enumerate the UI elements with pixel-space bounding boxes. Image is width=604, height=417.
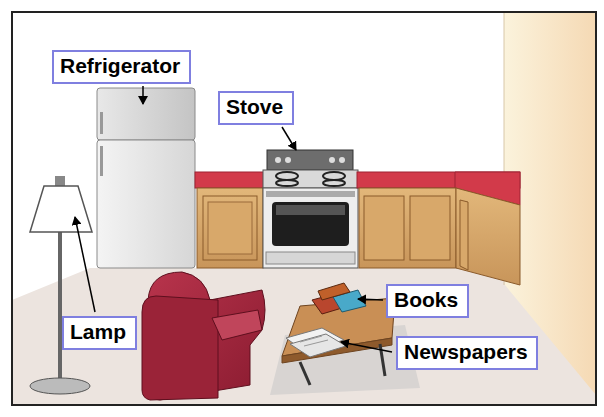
right-cabinet <box>357 172 520 285</box>
frame <box>12 12 596 405</box>
coffee-table <box>282 298 395 385</box>
callout-box: Books <box>386 284 469 318</box>
newspapers <box>286 328 346 357</box>
part-name: Newspapers <box>404 339 528 365</box>
callout-box: Stove <box>218 91 294 125</box>
left-cabinet <box>195 172 264 268</box>
part-name: Refrigerator <box>60 53 180 79</box>
callout-box: Refrigerator <box>52 50 191 84</box>
callout-box: Lamp <box>62 316 137 350</box>
books <box>312 283 366 314</box>
part-name: Stove <box>226 94 283 120</box>
part-name: Lamp <box>70 319 126 345</box>
stove <box>263 150 358 268</box>
back-wall <box>12 12 596 405</box>
refrigerator <box>97 88 195 268</box>
floor-lamp <box>30 176 92 394</box>
armchair <box>142 272 265 400</box>
leader-lines <box>75 86 392 352</box>
callout-box: Newspapers <box>396 336 538 370</box>
part-name: Books <box>394 287 458 313</box>
floor <box>12 268 596 405</box>
